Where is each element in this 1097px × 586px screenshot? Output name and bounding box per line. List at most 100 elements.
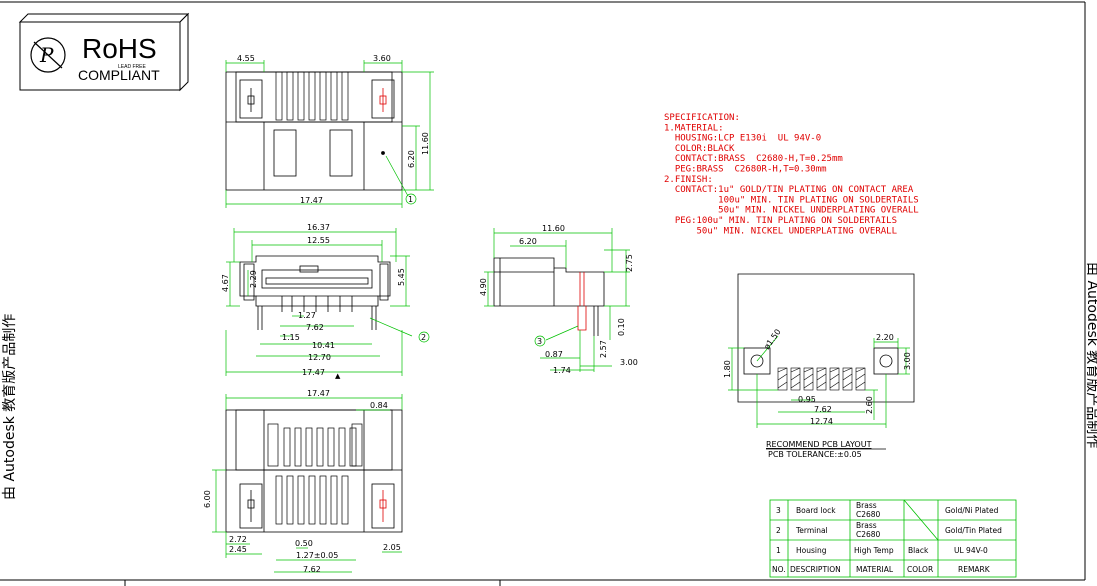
- bom-h-color: COLOR: [907, 565, 933, 574]
- front-d11: 17.47: [302, 368, 325, 377]
- front-d8: 1.15: [282, 333, 300, 342]
- bom-r3-remark: UL 94V-0: [954, 546, 988, 555]
- pcb-d4: 3.00: [903, 352, 912, 370]
- bom-r3-mat1: High Temp: [854, 546, 894, 555]
- spec-line: COLOR:BLACK: [664, 144, 735, 154]
- bottom-d8: 2.05: [383, 543, 401, 552]
- watermark-left: 由 Autodesk 教育版产品制作: [2, 314, 18, 500]
- bom-h-no: NO.: [772, 565, 786, 574]
- callout-2: 2: [421, 333, 426, 342]
- front-d10: 12.70: [308, 353, 331, 362]
- pcb-d2: 2.20: [876, 333, 894, 342]
- rohs-title: RoHS: [82, 33, 157, 64]
- rohs-small: LEAD FREE: [118, 64, 146, 70]
- side-d1: 11.60: [542, 224, 565, 233]
- side-d3: 2.75: [625, 254, 634, 272]
- front-d7: 7.62: [306, 323, 324, 332]
- spec-line: SPECIFICATION:: [664, 113, 740, 123]
- spec-line: 50u" MIN. NICKEL UNDERPLATING OVERALL: [664, 226, 897, 236]
- spec-line: PEG:BRASS C2680R-H,T=0.30mm: [664, 165, 827, 175]
- side-dims: [484, 228, 630, 372]
- bom-r2-mat1: Brass: [856, 521, 877, 530]
- bottom-d1: 17.47: [307, 389, 330, 398]
- top-view: [225, 71, 403, 191]
- spec-line: 100u" MIN. TIN PLATING ON SOLDERTAILS: [664, 195, 919, 205]
- side-d7: 0.87: [545, 350, 563, 359]
- bom-r1-desc: Board lock: [796, 506, 836, 515]
- spec-line: 1.MATERIAL:: [664, 123, 724, 133]
- bottom-view: [225, 409, 403, 533]
- bom-r2-remark: Gold/Tin Plated: [945, 526, 1002, 535]
- bottom-d2: 0.84: [370, 401, 388, 410]
- side-d8: 1.74: [553, 366, 571, 375]
- pcb-title: RECOMMEND PCB LAYOUT: [766, 440, 872, 449]
- front-d9: 10.41: [312, 341, 335, 350]
- front-marker: ▲: [335, 372, 341, 380]
- pcb-dims: [728, 335, 910, 428]
- side-d9: 3.00: [620, 358, 638, 367]
- callout-3: 3: [537, 337, 542, 346]
- top-d1: 4.55: [237, 54, 255, 63]
- pcb-d1: ø1.50: [762, 327, 782, 351]
- spec-line: CONTACT:1u" GOLD/TIN PLATING ON CONTACT …: [664, 185, 914, 195]
- callout-1: 1: [408, 195, 413, 204]
- bom-table: 3 Board lock Brass C2680 Gold/Ni Plated …: [769, 499, 1017, 578]
- spec-line: CONTACT:BRASS C2680-H,T=0.25mm: [664, 154, 843, 164]
- bom-h-desc: DESCRIPTION: [790, 565, 841, 574]
- side-d4: 4.90: [479, 278, 488, 296]
- bom-r2-no: 2: [776, 526, 781, 535]
- front-d5: 5.45: [397, 268, 406, 286]
- bom-h-remark: REMARK: [958, 565, 991, 574]
- top-d2: 3.60: [373, 54, 391, 63]
- top-d3: 11.60: [421, 132, 430, 155]
- spec-line: HOUSING:LCP E130i UL 94V-0: [664, 134, 821, 144]
- bottom-d4: 2.72: [229, 535, 247, 544]
- watermark-right: 由 Autodesk 教育版产品制作: [1084, 262, 1097, 448]
- pcb-d6: 7.62: [814, 405, 832, 414]
- bottom-d5: 2.45: [229, 545, 247, 554]
- top-d5: 17.47: [300, 196, 323, 205]
- top-d4: 6.20: [407, 150, 416, 168]
- bom-r1-mat1: Brass: [856, 501, 877, 510]
- front-view: [239, 255, 391, 330]
- bom-r3-no: 1: [776, 546, 781, 555]
- specification-block: SPECIFICATION:1.MATERIAL: HOUSING:LCP E1…: [664, 113, 919, 236]
- bottom-d6: 0.50: [295, 539, 313, 548]
- bottom-d7: 1.27±0.05: [296, 551, 338, 560]
- side-d2: 6.20: [519, 237, 537, 246]
- bom-h-mat: MATERIAL: [856, 565, 894, 574]
- pcb-d8: 2.60: [865, 396, 874, 414]
- side-d5: 0.10: [617, 318, 626, 336]
- svg-text:P: P: [39, 43, 54, 67]
- front-d1: 16.37: [307, 223, 330, 232]
- bom-r2-desc: Terminal: [795, 526, 828, 535]
- pcb-tolerance: PCB TOLERANCE:±0.05: [768, 450, 862, 459]
- bom-r3-color: Black: [908, 546, 929, 555]
- front-dims: [225, 228, 430, 376]
- rohs-sub: COMPLIANT: [78, 67, 160, 83]
- bottom-d9: 7.62: [303, 565, 321, 574]
- front-d4: 2.29: [249, 270, 258, 288]
- top-dims: [225, 60, 434, 208]
- pcb-layout: [737, 273, 915, 403]
- side-d6: 2.57: [599, 340, 608, 358]
- pcb-d3: 1.80: [723, 360, 732, 378]
- rohs-logo: P RoHS LEAD FREE COMPLIANT: [18, 12, 190, 92]
- spec-line: 50u" MIN. NICKEL UNDERPLATING OVERALL: [664, 206, 919, 216]
- bom-r1-no: 3: [776, 506, 781, 515]
- bom-r1-mat2: C2680: [856, 510, 881, 519]
- bottom-dims: [212, 394, 403, 573]
- spec-line: PEG:100u" MIN. TIN PLATING ON SOLDERTAIL…: [664, 216, 897, 226]
- bottom-d3: 6.00: [203, 490, 212, 508]
- front-d3: 4.67: [221, 274, 230, 292]
- bom-r2-mat2: C2680: [856, 530, 881, 539]
- side-view: [493, 257, 605, 336]
- bom-r3-desc: Housing: [796, 546, 827, 555]
- spec-line: 2.FINISH:: [664, 175, 713, 185]
- bom-r1-remark: Gold/Ni Plated: [945, 506, 999, 515]
- front-d2: 12.55: [307, 236, 330, 245]
- pcb-d7: 12.74: [810, 417, 833, 426]
- pcb-d5: 0.95: [798, 395, 816, 404]
- front-d6: 1.27: [298, 311, 316, 320]
